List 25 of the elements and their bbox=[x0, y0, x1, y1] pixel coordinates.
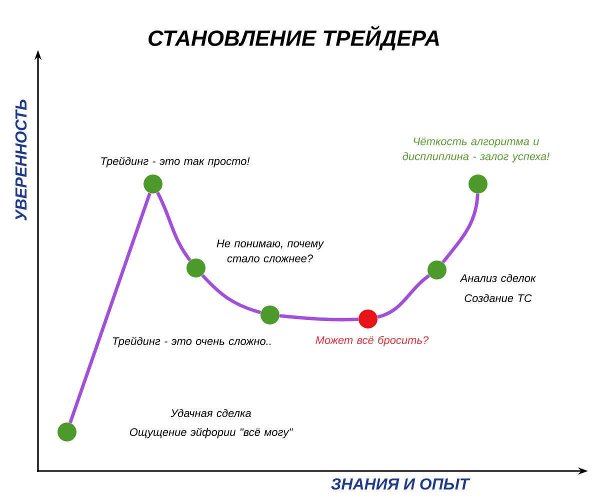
dot bbox=[58, 422, 76, 442]
node-label: Не понимаю, почему стало сложнее? bbox=[216, 240, 324, 262]
curve-line bbox=[280, 314, 358, 322]
node-label: Удачная сделка bbox=[170, 408, 251, 418]
node-label: Создание ТС bbox=[464, 294, 532, 302]
node-label: Чёткость алгоритма и дисплиплина - залог успеха! bbox=[402, 138, 550, 162]
dot bbox=[358, 310, 378, 328]
axis-label: УВЕРЕННОСТЬ bbox=[15, 100, 27, 221]
node-label: Может всё бросить? bbox=[316, 336, 429, 346]
axis-label: ЗНАНИЯ И ОПЫТ bbox=[331, 478, 470, 490]
curve-line bbox=[442, 194, 480, 264]
dot bbox=[428, 260, 446, 280]
dot bbox=[260, 306, 280, 324]
node-label: Трейдинг - это так просто! bbox=[101, 156, 250, 168]
curve-line bbox=[156, 192, 192, 262]
dot bbox=[144, 174, 162, 194]
curve-line bbox=[201, 274, 262, 314]
dot bbox=[186, 258, 206, 278]
curve-line bbox=[68, 192, 152, 424]
node-label: Ощущение эйфории "всё могу" bbox=[130, 428, 294, 438]
node-label: Трейдинг - это очень сложно.. bbox=[113, 336, 271, 348]
node-label: Анализ сделок bbox=[460, 274, 536, 282]
dot bbox=[468, 174, 488, 194]
title: СТАНОВЛЕНИЕ ТРЕЙДЕРА bbox=[148, 26, 439, 50]
curve-line bbox=[377, 274, 430, 319]
